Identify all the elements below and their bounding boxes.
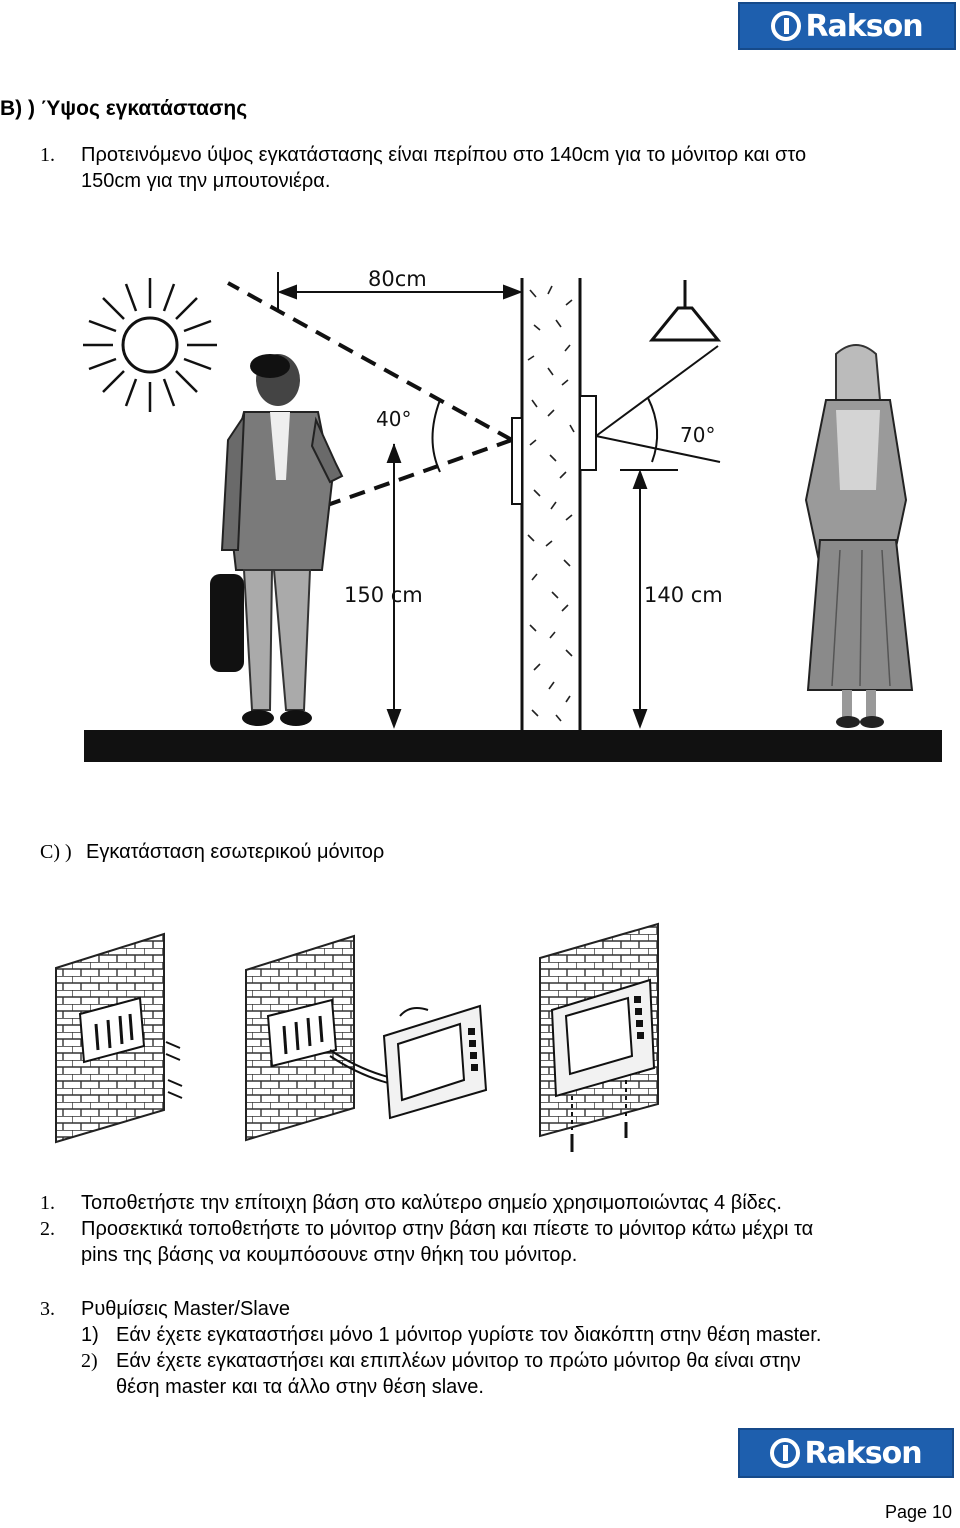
- substep1-text: Εάν έχετε εγκαταστήσει μόνο 1 μόνιτορ γυ…: [116, 1324, 822, 1346]
- woman-figure: [804, 344, 914, 728]
- height-dimension-right: [620, 469, 678, 729]
- right-angle-arc: [647, 397, 659, 463]
- page-number: Page 10: [884, 1502, 952, 1522]
- monitor-view-cone: [595, 345, 721, 463]
- rakson-logo-mark-icon: [771, 11, 802, 41]
- rakson-logo-bottom: Rakson: [738, 1428, 954, 1478]
- step3-screws: [571, 1080, 627, 1130]
- door-station-view-cone: [227, 281, 513, 542]
- man-with-briefcase-figure: [210, 354, 344, 726]
- step2-text-line1: Προσεκτικά τοποθετήστε το μόνιτορ στην β…: [81, 1218, 814, 1240]
- section-b-item-number: 1.: [40, 144, 55, 166]
- substep2-text-line2: θέση master και τα άλλο στην θέση slave.: [116, 1376, 484, 1398]
- door-station-panel: [511, 417, 523, 505]
- step1-text: Τοποθετήστε την επίτοιχη βάση στο καλύτε…: [81, 1192, 782, 1214]
- wall: [520, 278, 582, 730]
- substep2-number: 2): [81, 1350, 98, 1372]
- section-b-heading: B) ) Ύψος εγκατάστασης: [0, 97, 248, 120]
- substep2-text-line1: Εάν έχετε εγκαταστήσει και επιπλέων μόνι…: [116, 1350, 801, 1372]
- distance-label: 80cm: [368, 267, 427, 291]
- step2-number: 2.: [40, 1218, 55, 1240]
- step1-screws: [165, 1041, 183, 1099]
- floor: [84, 730, 942, 762]
- left-angle-arc: [431, 399, 441, 473]
- section-c-heading-text: Εγκατάσταση εσωτερικού μόνιτορ: [86, 841, 385, 863]
- section-c-heading-letter: C) ): [40, 841, 72, 863]
- step1-number: 1.: [40, 1192, 55, 1214]
- step3-text: Ρυθμίσεις Master/Slave: [81, 1298, 290, 1320]
- rakson-logo-text: Rakson: [804, 1435, 922, 1471]
- step2-arrow-icon: [399, 1007, 429, 1017]
- height-dimension-left: [386, 443, 402, 729]
- ceiling-lamp-icon: [648, 280, 722, 342]
- step2-text-line2: pins της βάσης να κουμπόσουνε στην θήκη …: [81, 1244, 578, 1266]
- indoor-monitor-panel: [579, 395, 597, 471]
- monitor-mounting-illustration: [55, 922, 659, 1152]
- rakson-logo-text: Rakson: [805, 8, 923, 44]
- installation-height-diagram: 80cm 40° 70° 150 cm 140 cm: [83, 267, 942, 762]
- step2-monitor: [382, 1004, 488, 1120]
- left-angle-label: 40°: [376, 407, 411, 431]
- right-angle-label: 70°: [680, 423, 715, 447]
- height-label-right: 140 cm: [644, 583, 723, 607]
- substep1-number: 1): [81, 1324, 99, 1346]
- sun-icon: [83, 278, 217, 412]
- section-b-item-line1: Προτεινόμενο ύψος εγκατάστασης είναι περ…: [81, 144, 807, 166]
- height-label-left: 150 cm: [344, 583, 423, 607]
- step1-brick-wall: [55, 932, 183, 1144]
- section-b-item-line2: 150cm για την μπουτονιέρα.: [81, 170, 331, 192]
- step3-brick-wall: [539, 922, 659, 1152]
- rakson-logo-mark-icon: [770, 1438, 801, 1468]
- rakson-logo-top: Rakson: [738, 2, 956, 50]
- step3-number: 3.: [40, 1298, 55, 1320]
- distance-dimension: [277, 272, 523, 312]
- step2-brick-wall: [245, 934, 429, 1142]
